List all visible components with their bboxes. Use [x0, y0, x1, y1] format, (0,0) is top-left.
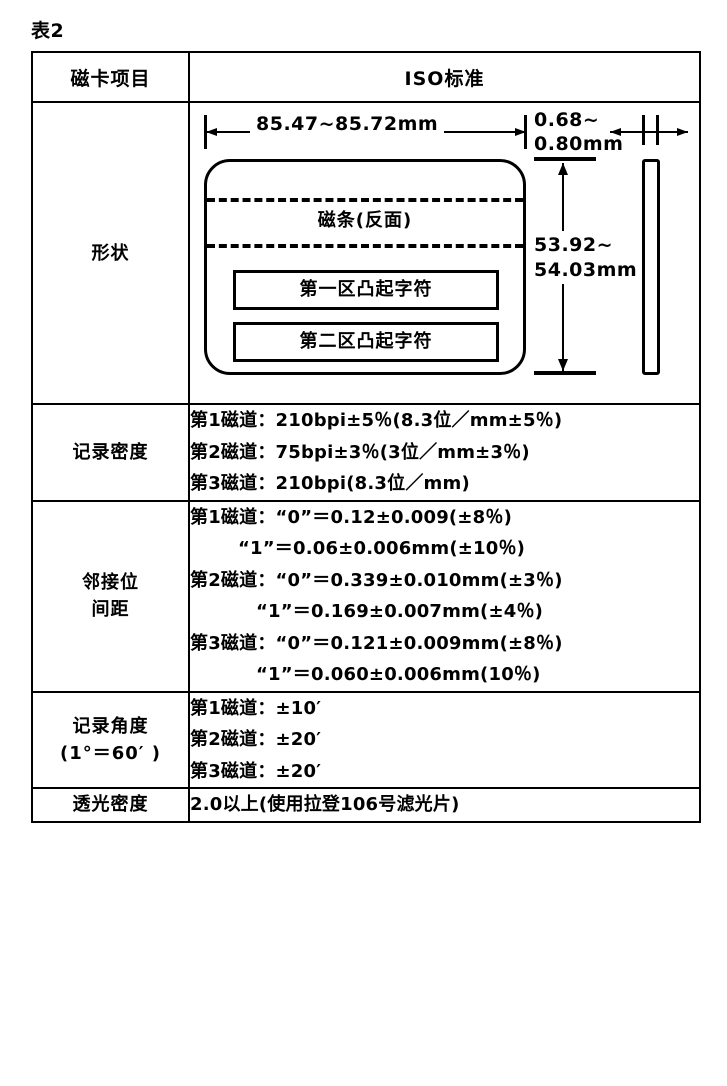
height-dimension-label: 53.92~ 54.03mm	[534, 231, 638, 285]
spec-table: 磁卡项目 ISO标准 形状 85.47~85.72mm 0.68~ 0.80mm	[31, 51, 701, 823]
row-label-shape: 形状	[31, 101, 190, 405]
card-front-outline: 磁条(反面) 第一区凸起字符 第二区凸起字符	[204, 159, 526, 375]
bit-spacing-label-line-1: 邻接位	[82, 572, 139, 593]
header-cell-standard: ISO标准	[188, 51, 701, 103]
angle-track-3: 第3磁道：±20′	[190, 760, 322, 782]
angle-track-1: 第1磁道：±10′	[190, 697, 322, 719]
width-extension-line-left	[204, 115, 207, 149]
table-row: 邻接位 间距 第1磁道：“0”＝0.12±0.009(±8％) “1”＝0.06…	[31, 499, 701, 693]
density-track-2: 第2磁道：75bpi±3％(3位／mm±3％)	[190, 441, 530, 463]
row-label-optical-density: 透光密度	[31, 787, 190, 823]
height-line-2: 54.03mm	[534, 258, 638, 281]
recording-density-values: 第1磁道：210bpi±5％(8.3位／mm±5％) 第2磁道：75bpi±3％…	[188, 403, 701, 502]
emboss-zone-2-box: 第二区凸起字符	[233, 322, 499, 362]
shape-diagram-cell: 85.47~85.72mm 0.68~ 0.80mm 磁条(反面)	[188, 101, 701, 405]
angle-label-line-1: 记录角度	[72, 715, 149, 737]
angle-track-2: 第2磁道：±20′	[190, 729, 322, 750]
thickness-dimension-label: 0.68~ 0.80mm	[534, 109, 623, 157]
bit-spacing-track-2-zero: 第2磁道：“0”＝0.339±0.010mm(±3％)	[190, 569, 563, 591]
bit-spacing-track-3-zero: 第3磁道：“0”＝0.121±0.009mm(±8％)	[190, 632, 563, 654]
header-cell-item: 磁卡项目	[31, 51, 190, 103]
table-row: 形状 85.47~85.72mm 0.68~ 0.80mm	[31, 101, 701, 405]
height-extension-line-top	[534, 157, 596, 161]
row-label-recording-density: 记录密度	[31, 403, 190, 502]
table-header-row: 磁卡项目 ISO标准	[31, 51, 701, 103]
table-caption: 表2	[31, 20, 65, 42]
thickness-line-2: 0.80mm	[534, 132, 624, 155]
height-extension-line-bottom	[534, 371, 596, 375]
angle-label-line-2: (1°＝60′ )	[59, 742, 162, 764]
magnetic-stripe-label: 磁条(反面)	[317, 210, 413, 231]
bit-spacing-track-3-one: “1”＝0.060±0.006mm(10％)	[256, 664, 541, 685]
bit-spacing-track-1-zero: 第1磁道：“0”＝0.12±0.009(±8％)	[190, 506, 512, 528]
magnetic-stripe-top-edge	[207, 198, 523, 202]
row-label-recording-angle: 记录角度 (1°＝60′ )	[31, 690, 190, 789]
thickness-line-1: 0.68~	[534, 109, 600, 131]
optical-density-value: 2.0以上(使用拉登106号滤光片)	[188, 787, 701, 823]
thickness-extension-line-left	[642, 115, 645, 145]
bit-spacing-values: 第1磁道：“0”＝0.12±0.009(±8％) “1”＝0.06±0.006m…	[188, 499, 701, 693]
emboss-zone-1-box: 第一区凸起字符	[233, 270, 499, 310]
bit-spacing-track-2-one: “1”＝0.169±0.007mm(±4％)	[256, 601, 544, 622]
table-row: 透光密度 2.0以上(使用拉登106号滤光片)	[31, 787, 701, 823]
height-line-1: 53.92~	[534, 234, 614, 256]
bit-spacing-label-line-2: 间距	[91, 599, 130, 620]
bit-spacing-track-1-one: “1”＝0.06±0.006mm(±10％)	[238, 538, 526, 559]
table-row: 记录密度 第1磁道：210bpi±5％(8.3位／mm±5％) 第2磁道：75b…	[31, 403, 701, 502]
magnetic-stripe-bottom-edge	[207, 244, 523, 248]
table-row: 记录角度 (1°＝60′ ) 第1磁道：±10′ 第2磁道：±20′ 第3磁道：…	[31, 690, 701, 789]
card-dimension-diagram: 85.47~85.72mm 0.68~ 0.80mm 磁条(反面)	[190, 103, 699, 403]
thickness-extension-line-right	[656, 115, 659, 145]
row-label-bit-spacing: 邻接位 间距	[31, 499, 190, 693]
density-track-3: 第3磁道：210bpi(8.3位／mm)	[190, 473, 470, 494]
thickness-dimension-arrow	[610, 128, 688, 136]
density-track-1: 第1磁道：210bpi±5％(8.3位／mm±5％)	[190, 410, 563, 431]
width-dimension-label: 85.47~85.72mm	[250, 113, 445, 135]
recording-angle-values: 第1磁道：±10′ 第2磁道：±20′ 第3磁道：±20′	[188, 690, 701, 789]
card-edge-view-outline	[642, 159, 660, 375]
